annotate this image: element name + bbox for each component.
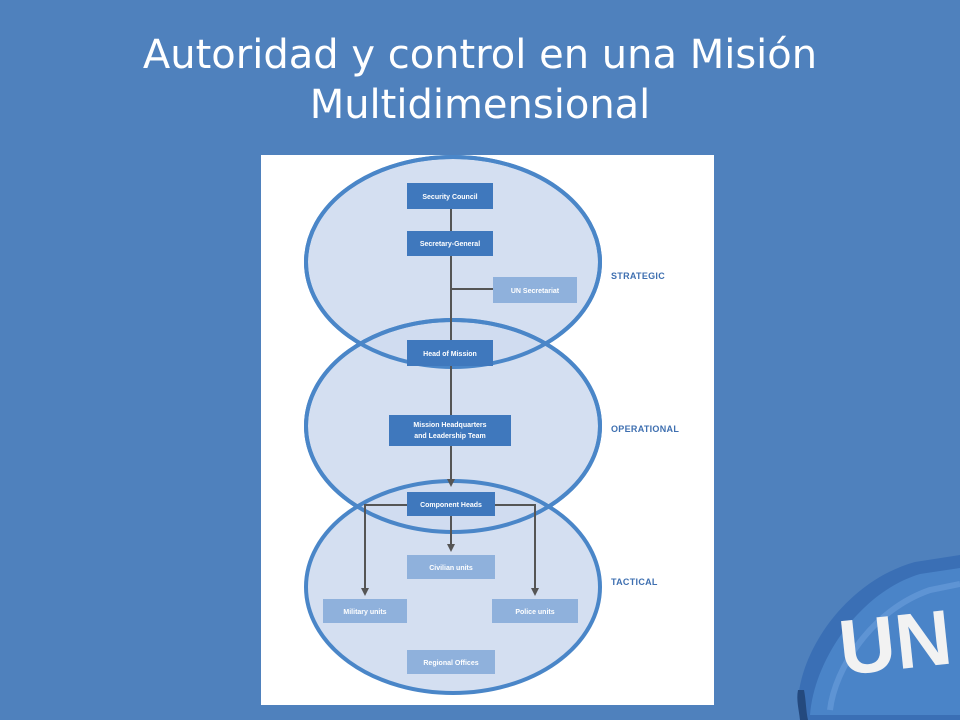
un-helmet-icon: UN [797,555,960,720]
box-un-secretariat: UN Secretariat [493,277,577,303]
box-head-of-mission: Head of Mission [407,340,493,366]
title-line-1: Autoridad y control en una Misión [142,32,818,78]
civilian-units-label: Civilian units [429,565,473,572]
box-mission-headquarters: Mission Headquarters and Leadership Team [389,415,511,446]
command-structure-diagram: Security Council Secretary-General UN Se… [261,155,714,705]
military-units-label: Military units [343,609,386,616]
police-units-label: Police units [515,609,554,616]
mission-hq-label-line-2: and Leadership Team [414,433,485,440]
connector-lines [361,209,539,596]
box-military-units: Military units [323,599,407,623]
box-security-council: Security Council [407,183,493,209]
level-label-tactical: TACTICAL [611,577,658,587]
box-police-units: Police units [492,599,578,623]
component-heads-label: Component Heads [420,502,482,509]
secretary-general-label: Secretary-General [420,241,480,248]
un-secretariat-label: UN Secretariat [511,288,560,295]
regional-offices-label: Regional Offices [423,660,478,667]
box-secretary-general: Secretary-General [407,231,493,256]
box-civilian-units: Civilian units [407,555,495,579]
head-of-mission-label: Head of Mission [423,351,477,358]
operational-ellipse-outline [304,318,602,534]
slide-title: Autoridad y control en una Misión Multid… [0,30,960,130]
security-council-label: Security Council [422,194,477,201]
un-helmet-text: UN [835,593,956,692]
box-component-heads: Component Heads [407,492,495,516]
title-line-2: Multidimensional [309,82,651,128]
diagram-canvas: Security Council Secretary-General UN Se… [304,155,679,695]
level-label-operational: OPERATIONAL [611,424,679,434]
strategic-ellipse-outline [304,155,602,369]
box-regional-offices: Regional Offices [407,650,495,674]
level-label-strategic: STRATEGIC [611,271,665,281]
mission-hq-label-line-1: Mission Headquarters [413,422,486,429]
